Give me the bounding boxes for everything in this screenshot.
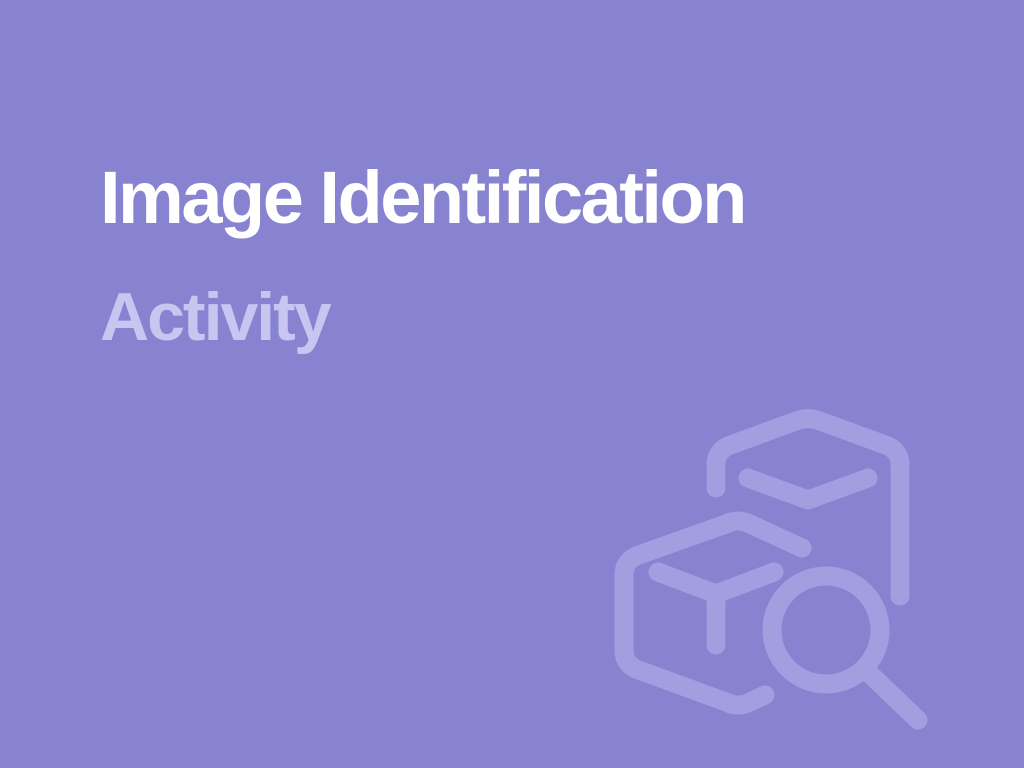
slide-title: Image Identification [100, 156, 747, 239]
slide-subtitle: Activity [100, 279, 332, 355]
boxes-search-icon [614, 409, 928, 730]
